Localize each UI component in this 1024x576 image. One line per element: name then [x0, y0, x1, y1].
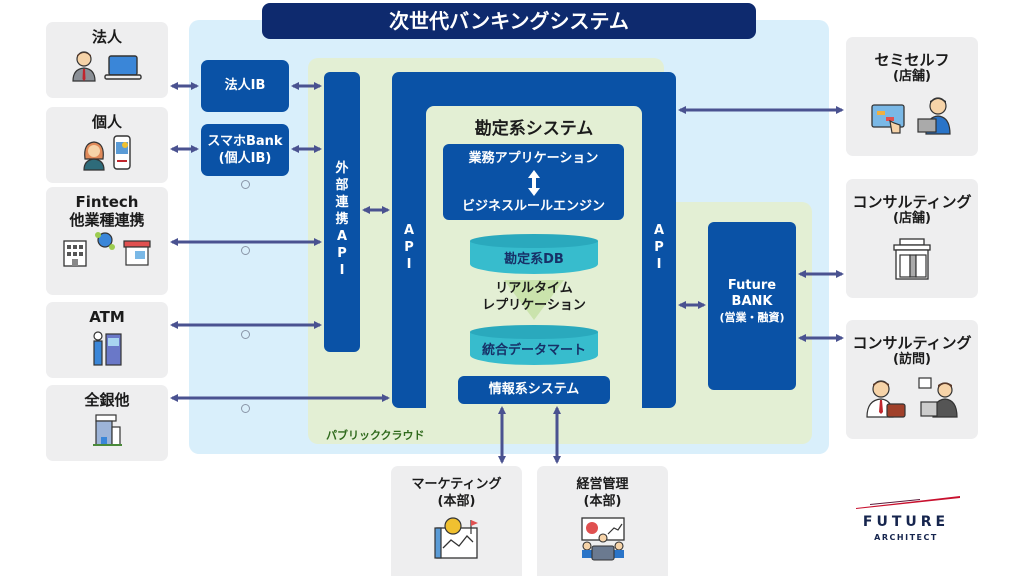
channel-title: 個人	[91, 113, 122, 131]
channel-subtitle: 他業種連携	[69, 211, 145, 229]
bidirectional-arrow-icon	[527, 170, 540, 196]
data-mart-label: 統合データマート	[481, 343, 586, 358]
channel-card-consulting-visit: コンサルティング (訪問)	[846, 320, 978, 439]
diagram-title: 次世代バンキングシステム	[262, 3, 756, 39]
external-api-char: I	[339, 262, 345, 278]
api-char: A	[653, 223, 665, 238]
rule-engine-label: ビジネスルールエンジン	[461, 199, 605, 214]
data-mart-cylinder: 統合データマート	[470, 325, 598, 365]
woman-icon	[83, 141, 105, 171]
channel-title: Fintech	[75, 193, 139, 211]
external-api-char: P	[337, 245, 347, 261]
channel-card-zengin: 全銀他	[46, 385, 168, 461]
office-building-icon	[63, 240, 87, 267]
channel-title: 経営管理	[576, 477, 629, 492]
channel-title: 全銀他	[84, 391, 130, 409]
info-system-box: 情報系システム	[458, 376, 610, 404]
channel-title: コンサルティング	[852, 334, 972, 352]
logo-swoosh-icon	[856, 496, 960, 509]
tablet-touch-icon	[871, 104, 905, 134]
business-app-label: 業務アプリケーション	[468, 151, 599, 166]
core-db-cylinder: 勘定系DB	[470, 234, 598, 274]
marketing-map-icon	[433, 517, 478, 559]
public-cloud-label: パブリッククラウド	[326, 429, 425, 442]
replication-label: リアルタイム レプリケーション	[440, 280, 628, 314]
external-api-char: 部	[335, 177, 349, 193]
api-right-label: A P I	[642, 222, 676, 273]
channel-subtitle: (本部)	[583, 494, 622, 509]
api-char: I	[406, 257, 412, 272]
channel-card-management: 経営管理 (本部)	[537, 466, 668, 576]
api-char: P	[654, 240, 664, 255]
channel-title: コンサルティング	[852, 193, 972, 211]
staff-laptop-icon	[917, 97, 951, 135]
gear-dot-icon	[241, 404, 250, 413]
future-bank-box: Future BANK (営業・融資)	[708, 222, 796, 390]
storefront-icon	[893, 238, 931, 280]
channel-card-marketing: マーケティング (本部)	[391, 466, 522, 576]
core-system-title: 勘定系システム	[474, 119, 594, 139]
external-api-char: 外	[335, 160, 349, 176]
channel-subtitle: (訪問)	[893, 352, 931, 367]
bank-building-icon	[93, 414, 122, 446]
future-architect-logo: FUTURE ARCHITECT	[850, 490, 970, 550]
api-left-label: A P I	[392, 222, 426, 273]
future-bank-line2: BANK	[731, 294, 773, 309]
atm-user-icon	[93, 331, 122, 366]
smartphone-icon	[113, 135, 131, 170]
channel-card-corporate: 法人	[46, 22, 168, 98]
future-bank-line1: Future	[727, 278, 777, 293]
channel-title: マーケティング	[411, 477, 502, 492]
smartphone-bank-box: スマホBank (個人IB)	[201, 124, 289, 176]
logo-line1: FUTURE	[862, 514, 950, 530]
smartphone-bank-sublabel: (個人IB)	[218, 151, 272, 166]
gear-dot-icon	[241, 180, 250, 189]
external-api-char: 携	[335, 211, 349, 227]
replication-arrow-icon	[504, 280, 564, 320]
laptop-icon	[104, 55, 142, 80]
channel-card-consulting-store: コンサルティング (店舗)	[846, 179, 978, 298]
channel-card-fintech: Fintech 他業種連携	[46, 187, 168, 295]
management-meeting-icon	[580, 517, 625, 561]
external-api-column: 外 部 連 携 A P I	[324, 72, 360, 352]
shop-icon	[123, 240, 151, 266]
gear-dot-icon	[241, 330, 250, 339]
external-api-char: A	[336, 228, 348, 244]
channel-subtitle: (本部)	[437, 494, 476, 509]
external-api-char: 連	[335, 194, 349, 210]
channel-subtitle: (店舗)	[893, 211, 931, 226]
network-globe-icon	[95, 232, 115, 250]
replication-line2: レプリケーション	[482, 298, 586, 313]
gear-dot-icon	[241, 246, 250, 255]
channel-card-atm: ATM	[46, 302, 168, 378]
core-db-label: 勘定系DB	[504, 252, 564, 267]
channel-title: セミセルフ	[874, 51, 950, 69]
replication-line1: リアルタイム	[495, 281, 573, 296]
corporate-ib-box: 法人IB	[201, 60, 289, 112]
api-char: P	[404, 240, 414, 255]
channel-title: ATM	[89, 308, 125, 326]
logo-line2: ARCHITECT	[874, 533, 938, 542]
smartphone-bank-label: スマホBank	[207, 134, 283, 149]
businessman-icon	[72, 51, 96, 82]
channel-subtitle: (店舗)	[893, 69, 931, 84]
business-app-box: 業務アプリケーション ビジネスルールエンジン	[443, 144, 624, 220]
api-char: I	[656, 257, 662, 272]
future-bank-line3: (営業・融資)	[719, 311, 785, 324]
channel-card-personal: 個人	[46, 107, 168, 183]
channel-card-semi-self: セミセルフ (店舗)	[846, 37, 978, 156]
api-char: A	[403, 223, 415, 238]
consultant-laptop-icon	[918, 377, 958, 418]
channel-title: 法人	[91, 28, 122, 46]
salesman-briefcase-icon	[866, 380, 906, 418]
